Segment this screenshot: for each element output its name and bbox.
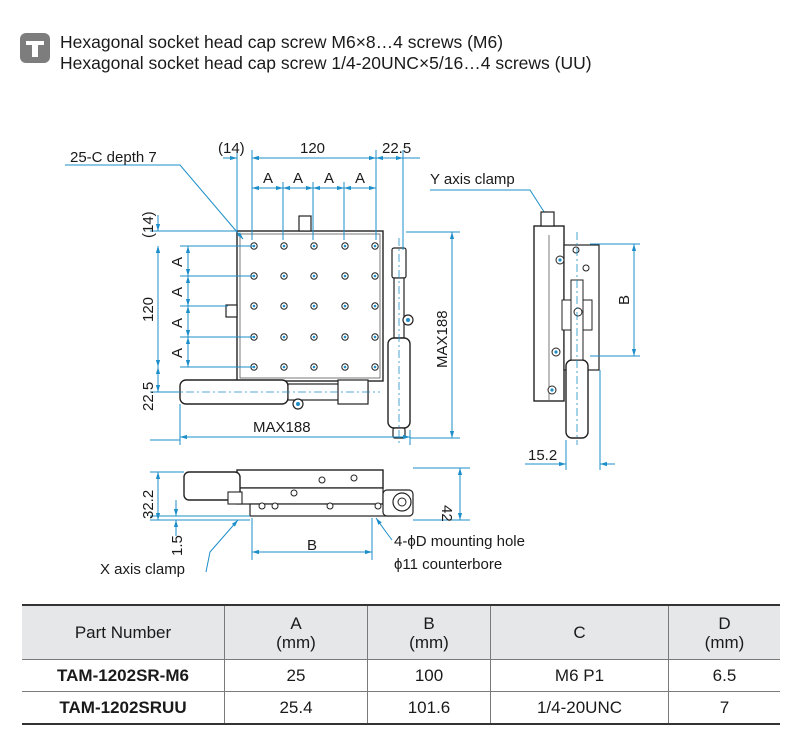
dim-b-front: B xyxy=(307,537,317,554)
dim-a-left-4: A xyxy=(169,348,186,358)
cell-d: 7 xyxy=(668,691,780,725)
tapped-hole-label: 25-C depth 7 xyxy=(70,149,157,166)
tapped-hole-center xyxy=(312,304,316,308)
dim-32-2: 32.2 xyxy=(140,490,157,519)
tapped-hole-center xyxy=(343,304,347,308)
dim-a-2: A xyxy=(293,170,303,187)
cell-part-number: TAM-1202SRUU xyxy=(22,691,225,725)
dim-b-side: B xyxy=(616,295,633,305)
screw-note-uu: Hexagonal socket head cap screw 1/4-20UN… xyxy=(60,53,592,73)
dim-120-left: 120 xyxy=(140,297,157,322)
tapped-hole-center xyxy=(282,304,286,308)
max188-right: MAX188 xyxy=(434,310,451,368)
cell-d: 6.5 xyxy=(668,659,780,692)
tapped-hole-center xyxy=(282,365,286,369)
cell-c: M6 P1 xyxy=(490,659,669,692)
front-micrometer xyxy=(183,471,241,501)
max188-bottom: MAX188 xyxy=(253,419,311,436)
cell-a: 25 xyxy=(224,659,368,692)
mounting-hole-label: 4-ϕD mounting hole xyxy=(394,533,525,550)
dim-42: 42 xyxy=(438,505,455,522)
dim-22-5-left: 22.5 xyxy=(140,382,157,411)
header-part-number: Part Number xyxy=(22,604,225,660)
tapped-hole-center xyxy=(282,244,286,248)
tapped-hole-center xyxy=(373,304,377,308)
dim-14-left: (14) xyxy=(140,211,157,238)
tapped-hole-center xyxy=(312,244,316,248)
side-clamp xyxy=(540,211,555,227)
tapped-hole-center xyxy=(282,335,286,339)
x-axis-clamp-label: X axis clamp xyxy=(100,561,185,578)
screw-note-m6: Hexagonal socket head cap screw M6×8…4 s… xyxy=(60,32,504,52)
dim-a-1: A xyxy=(263,170,273,187)
counterbore-label: ϕ11 counterbore xyxy=(394,556,502,573)
tapped-hole-center xyxy=(343,335,347,339)
dim-22-5-top: 22.5 xyxy=(382,140,411,157)
dim-a-left-2: A xyxy=(169,287,186,297)
cell-part-number: TAM-1202SR-M6 xyxy=(22,659,225,692)
tapped-hole-center xyxy=(343,365,347,369)
tapped-hole-center xyxy=(312,274,316,278)
top-stage-plate xyxy=(236,230,384,382)
tapped-hole-center xyxy=(373,335,377,339)
cell-b: 100 xyxy=(367,659,491,692)
cell-a: 25.4 xyxy=(224,691,368,725)
tapped-hole-center xyxy=(343,274,347,278)
dim-120-top: 120 xyxy=(300,140,325,157)
dim-a-3: A xyxy=(324,170,334,187)
screw-notes: Hexagonal socket head cap screw M6×8…4 s… xyxy=(60,32,592,74)
table-row: TAM-1202SRUU 25.4 101.6 1/4-20UNC 7 xyxy=(22,691,780,725)
y-axis-clamp-label: Y axis clamp xyxy=(430,171,515,188)
tapped-hole-grid xyxy=(250,242,379,371)
dimension-drawing: (14) 120 22.5 A A A A 25-C depth 7 Y axi… xyxy=(65,140,640,578)
front-view: 32.2 1.5 B 42 4-ϕD mounting hole ϕ11 cou… xyxy=(100,467,525,578)
tapped-hole-center xyxy=(373,274,377,278)
dim-14-top: (14) xyxy=(218,140,245,157)
tapped-hole-center xyxy=(373,365,377,369)
cell-c: 1/4-20UNC xyxy=(490,691,669,725)
dim-a-left-3: A xyxy=(169,318,186,328)
table-header-row: Part Number A(mm) B(mm) C D(mm) xyxy=(22,604,780,660)
dim-15-2: 15.2 xyxy=(528,447,557,464)
side-view: B 15.2 xyxy=(525,211,640,470)
top-view: (14) 120 22.5 A A A A 25-C depth 7 Y axi… xyxy=(65,140,549,445)
header-d: D(mm) xyxy=(668,604,780,660)
tapped-hole-center xyxy=(343,244,347,248)
header-a: A(mm) xyxy=(224,604,368,660)
tapped-hole-center xyxy=(312,365,316,369)
dim-a-4: A xyxy=(355,170,365,187)
dim-1-5: 1.5 xyxy=(169,535,186,556)
tapped-hole-center xyxy=(373,244,377,248)
tapped-hole-center xyxy=(252,304,256,308)
tapped-hole-center xyxy=(282,274,286,278)
cell-b: 101.6 xyxy=(367,691,491,725)
dim-a-left-1: A xyxy=(169,257,186,267)
tapped-hole-center xyxy=(312,335,316,339)
header-b: B(mm) xyxy=(367,604,491,660)
screw-icon xyxy=(20,33,50,63)
header-c: C xyxy=(490,604,669,660)
table-row: TAM-1202SR-M6 25 100 M6 P1 6.5 xyxy=(22,659,780,692)
top-clamp xyxy=(298,215,312,232)
spec-table: Part Number A(mm) B(mm) C D(mm) TAM-1202… xyxy=(22,604,780,725)
